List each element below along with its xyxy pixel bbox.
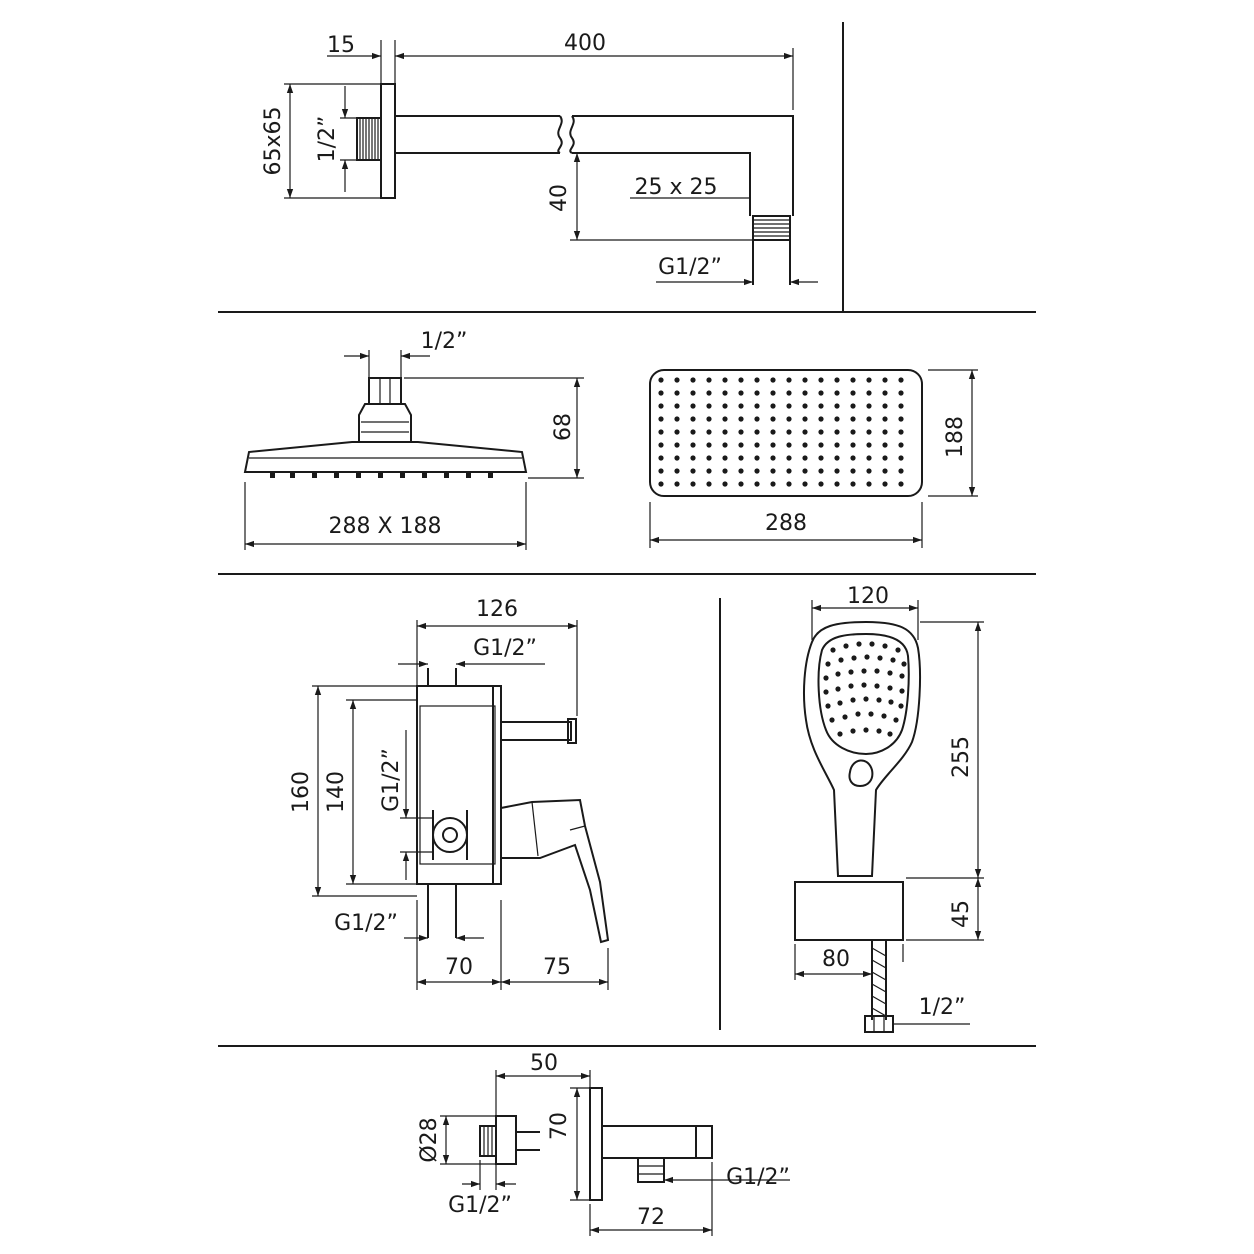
- outlet-left-flange: [495, 1115, 517, 1165]
- arm-drop-label: 40: [547, 184, 572, 212]
- handshower-hose-nut: [864, 1015, 894, 1033]
- arm-inlet-thread-label: 1/2”: [315, 116, 340, 163]
- mixer-spindle: [500, 721, 572, 741]
- mixer-lever: [500, 798, 610, 944]
- arm-wall-flange: [380, 83, 396, 199]
- head-swivel-joint: [358, 403, 412, 443]
- outlet-thread-right-label: G1/2”: [726, 1165, 790, 1190]
- mixer-outer-height-label: 160: [289, 771, 314, 813]
- handshower-holder-height-label: 45: [949, 900, 974, 928]
- head-top-depth-label: 188: [943, 416, 968, 458]
- arm-length-label: 400: [564, 31, 606, 56]
- head-height-label: 68: [551, 413, 576, 441]
- shower-head-top-view: 188 288: [649, 369, 978, 548]
- mixer-width-label: 126: [476, 597, 518, 622]
- head-nozzles-side: [270, 472, 493, 478]
- arm-outlet-thread-label: G1/2”: [658, 255, 722, 280]
- mixer-top-thread-label: G1/2”: [473, 636, 537, 661]
- mixer-body-depth-label: 70: [445, 955, 473, 980]
- section-dividers: [218, 22, 1036, 1047]
- handshower-view: 120 255 45 80 1/2”: [794, 584, 984, 1033]
- outlet-projection-label: 50: [530, 1051, 558, 1076]
- arm-tube: [395, 115, 794, 216]
- handshower-hose-thread-label: 1/2”: [919, 995, 966, 1020]
- wall-outlet-view: 50 Ø28 G1/2” 70 G1/2” 72: [417, 1051, 790, 1236]
- shower-arm-view: 15 400 65x65 1/2” 40 25 x 25 G1/2”: [261, 31, 818, 286]
- head-connector-thread-label: 1/2”: [421, 329, 468, 354]
- mixer-lever-reach-label: 75: [543, 955, 571, 980]
- handshower-holder-depth-label: 80: [822, 947, 850, 972]
- handshower-length-label: 255: [949, 736, 974, 778]
- outlet-plate-height-label: 70: [547, 1112, 572, 1140]
- outlet-thread-left-label: G1/2”: [448, 1193, 512, 1218]
- mixer-bottom-thread-label: G1/2”: [334, 911, 398, 936]
- head-top-plate: [649, 369, 923, 497]
- handshower-button: [848, 759, 874, 788]
- head-size-label: 288 X 188: [328, 514, 441, 539]
- head-top-nozzle-grid: [656, 375, 912, 492]
- outlet-bottom-connector: [637, 1157, 665, 1183]
- head-connector-nut: [368, 377, 402, 405]
- head-body: [243, 441, 528, 473]
- handshower-holder: [794, 881, 904, 941]
- arm-flange-size-label: 65x65: [261, 106, 286, 175]
- handshower-width-label: 120: [847, 584, 889, 609]
- arm-flange-thickness-label: 15: [327, 33, 355, 58]
- mixer-body-box: [416, 685, 502, 885]
- mixer-side-thread-label: G1/2”: [379, 748, 404, 812]
- mixer-inner-height-label: 140: [324, 771, 349, 813]
- arm-tube-section-label: 25 x 25: [635, 175, 718, 200]
- shower-head-side-view: 1/2” 68 288 X 188: [243, 329, 584, 550]
- outlet-wall-plate: [589, 1087, 603, 1201]
- handshower-nozzles: [823, 641, 907, 737]
- outlet-diameter-label: Ø28: [417, 1117, 442, 1162]
- handshower-head: [803, 620, 921, 877]
- head-top-width-label: 288: [765, 511, 807, 536]
- mixer-cartridge: [432, 817, 468, 853]
- outlet-length-label: 72: [637, 1205, 665, 1230]
- mixer-view: 126 G1/2” 160 140 G1/2” G1/2” 70 75: [289, 597, 610, 990]
